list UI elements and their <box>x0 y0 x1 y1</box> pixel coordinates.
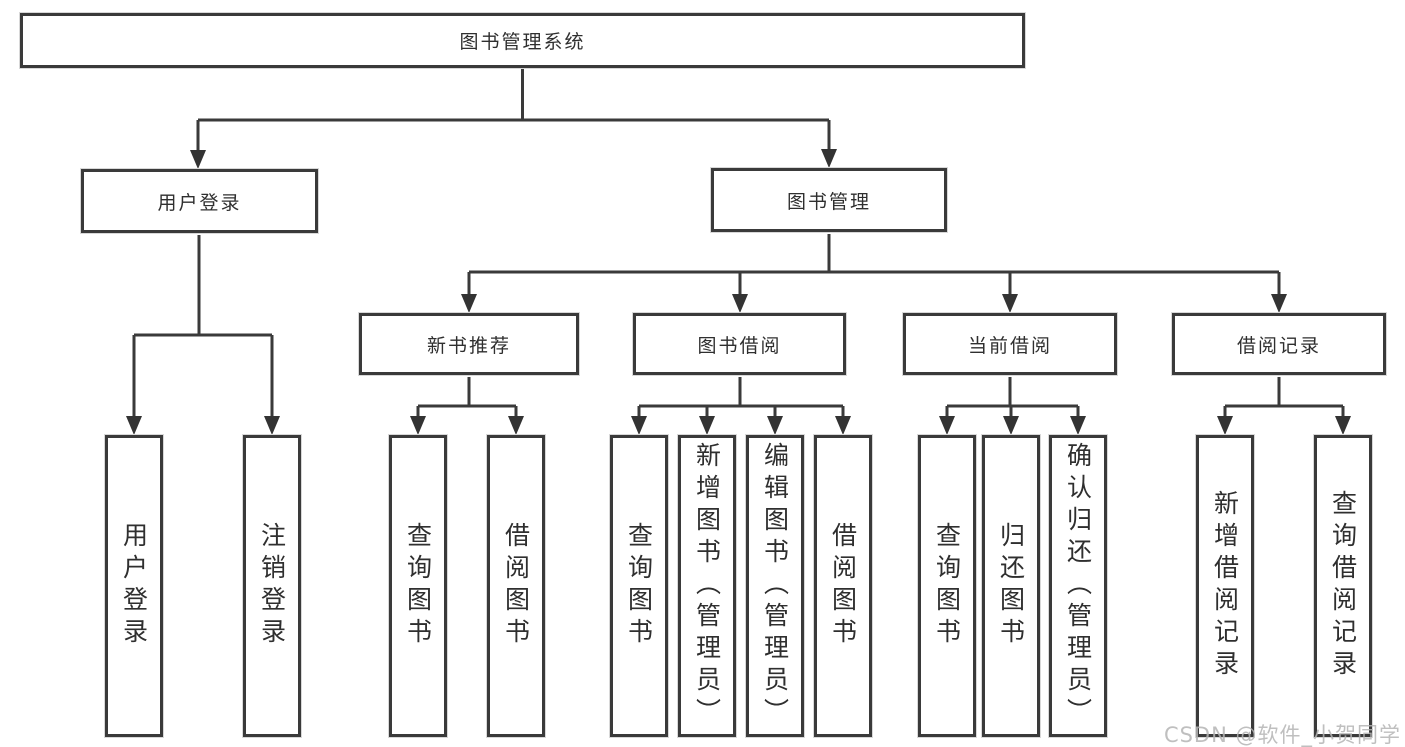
leaf-label: 新增图书（管理员） <box>692 442 722 730</box>
connector-current-borrowing <box>945 377 1080 421</box>
node-library-management-system: 图书管理系统 <box>20 13 1025 68</box>
node-user-login: 用户登录 <box>81 169 318 233</box>
leaf-label: 借阅图书 <box>501 522 531 650</box>
leaf-borrow-books-recommend: 借阅图书 <box>487 435 545 737</box>
leaf-label: 编辑图书（管理员） <box>760 442 790 730</box>
node-label: 图书借阅 <box>697 334 782 357</box>
node-current-borrowing: 当前借阅 <box>903 313 1117 375</box>
leaf-query-books-borrowing: 查询图书 <box>610 435 668 737</box>
leaf-label: 查询图书 <box>624 522 654 650</box>
node-label: 用户登录 <box>157 191 242 214</box>
arrowheads <box>126 149 1351 435</box>
arrowhead <box>821 149 837 168</box>
node-book-management: 图书管理 <box>711 168 947 232</box>
leaf-query-borrow-record: 查询借阅记录 <box>1314 435 1372 737</box>
connector-borrowing-records <box>1223 377 1345 421</box>
node-book-borrowing: 图书借阅 <box>633 313 846 375</box>
arrowhead <box>939 416 955 435</box>
node-new-book-recommendation: 新书推荐 <box>359 313 579 375</box>
connector-user-login-to-leaves <box>132 235 274 421</box>
node-borrowing-records: 借阅记录 <box>1172 313 1386 375</box>
leaf-add-book-admin: 新增图书（管理员） <box>678 435 736 737</box>
leaf-query-books-current: 查询图书 <box>918 435 976 737</box>
arrowhead <box>631 416 647 435</box>
leaf-label: 查询借阅记录 <box>1328 490 1358 682</box>
arrowhead <box>1003 416 1019 435</box>
arrowhead <box>461 294 477 313</box>
leaf-user-login: 用户登录 <box>105 435 163 737</box>
arrowhead <box>835 416 851 435</box>
node-label: 新书推荐 <box>426 334 511 357</box>
connector-paths <box>132 68 1345 421</box>
arrowhead <box>732 294 748 313</box>
leaf-query-books-recommend: 查询图书 <box>389 435 447 737</box>
csdn-watermark: CSDN @软件_小贺同学 <box>1163 723 1401 747</box>
leaf-label: 归还图书 <box>996 522 1026 650</box>
leaf-label: 用户登录 <box>119 522 149 650</box>
arrowhead <box>126 416 142 435</box>
leaf-edit-book-admin: 编辑图书（管理员） <box>746 435 804 737</box>
leaf-label: 新增借阅记录 <box>1210 490 1240 682</box>
arrowhead <box>1002 294 1018 313</box>
arrowhead <box>410 416 426 435</box>
arrowhead <box>508 416 524 435</box>
leaf-logout: 注销登录 <box>243 435 301 737</box>
leaf-label: 确认归还（管理员） <box>1063 442 1093 730</box>
leaf-return-books: 归还图书 <box>982 435 1040 737</box>
leaf-borrow-books-borrowing: 借阅图书 <box>814 435 872 737</box>
leaf-add-borrow-record: 新增借阅记录 <box>1196 435 1254 737</box>
connector-book-management-to-sections <box>467 234 1281 299</box>
node-label: 当前借阅 <box>967 334 1052 357</box>
leaf-label: 注销登录 <box>257 522 287 650</box>
connector-book-borrowing <box>637 377 845 421</box>
arrowhead <box>767 416 783 435</box>
node-label: 借阅记录 <box>1236 334 1321 357</box>
node-label: 图书管理 <box>786 190 871 213</box>
leaf-label: 查询图书 <box>932 522 962 650</box>
arrowhead <box>190 150 206 169</box>
leaf-label: 查询图书 <box>403 522 433 650</box>
arrowhead <box>1217 416 1233 435</box>
connector-new-book-recommendation <box>416 377 518 421</box>
arrowhead <box>1335 416 1351 435</box>
arrowhead <box>1070 416 1086 435</box>
leaf-label: 借阅图书 <box>828 522 858 650</box>
arrowhead <box>699 416 715 435</box>
node-label: 图书管理系统 <box>459 31 586 53</box>
connector-root-to-level2 <box>196 68 831 155</box>
arrowhead <box>1271 294 1287 313</box>
leaf-confirm-return-admin: 确认归还（管理员） <box>1049 435 1107 737</box>
arrowhead <box>264 416 280 435</box>
